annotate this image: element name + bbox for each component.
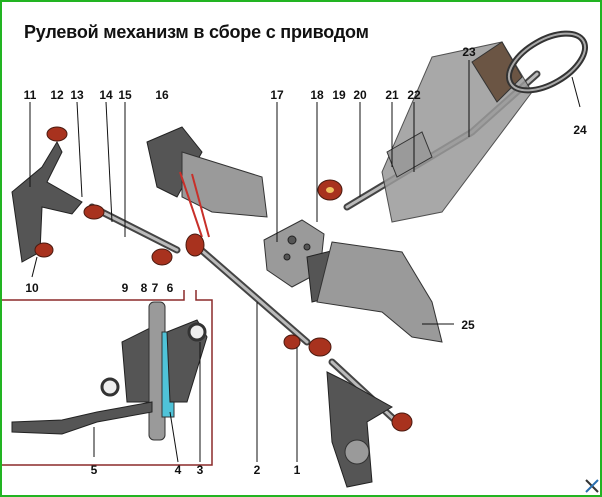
label-9: 9 (122, 281, 129, 295)
label-6: 6 (167, 281, 174, 295)
label-20: 20 (353, 88, 367, 102)
label-12: 12 (50, 88, 64, 102)
label-15: 15 (118, 88, 132, 102)
label-16: 16 (155, 88, 169, 102)
label-19: 19 (332, 88, 346, 102)
frame-bracket (316, 241, 443, 343)
steering-column (343, 41, 541, 223)
label-18: 18 (310, 88, 324, 102)
label-23: 23 (462, 45, 476, 59)
left-steering-knuckle (11, 126, 83, 263)
label-1: 1 (294, 463, 301, 477)
label-8: 8 (141, 281, 148, 295)
label-7: 7 (152, 281, 159, 295)
label-5: 5 (91, 463, 98, 477)
wrench-screwdriver-icon (585, 479, 599, 493)
label-10: 10 (25, 281, 39, 295)
diagram-title: Рулевой механизм в сборе с приводом (24, 22, 369, 42)
label-13: 13 (70, 88, 84, 102)
label-17: 17 (270, 88, 284, 102)
label-3: 3 (197, 463, 204, 477)
inset-frame (2, 290, 213, 466)
label-24: 24 (573, 123, 587, 137)
label-22: 22 (407, 88, 421, 102)
label-4: 4 (175, 463, 182, 477)
label-21: 21 (385, 88, 399, 102)
right-steering-knuckle (326, 371, 393, 488)
pendulum-arm-section (11, 301, 208, 441)
label-25: 25 (461, 318, 475, 332)
label-11: 11 (24, 88, 37, 102)
label-2: 2 (254, 463, 261, 477)
leader-lines (29, 60, 581, 463)
label-14: 14 (99, 88, 113, 102)
